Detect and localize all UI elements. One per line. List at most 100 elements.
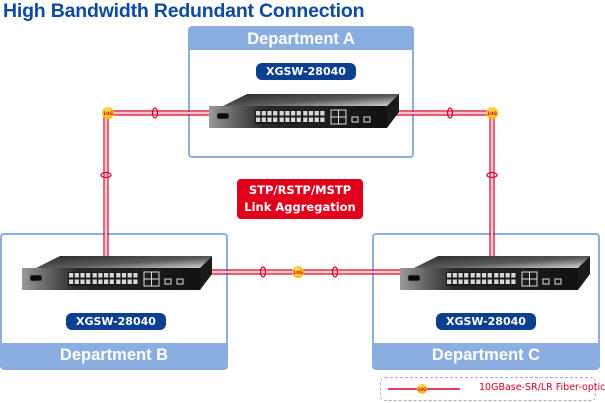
rj45-port bbox=[133, 273, 138, 278]
rj45-port bbox=[511, 273, 516, 278]
switch-model-badge-b: XGSW-28040 bbox=[66, 313, 166, 330]
rj45-port bbox=[447, 279, 452, 284]
rj45-port bbox=[279, 117, 284, 122]
rj45-port bbox=[308, 111, 314, 116]
rj45-port bbox=[320, 111, 325, 116]
link-aggregation-marker bbox=[100, 171, 112, 179]
rj45-port bbox=[296, 111, 301, 116]
legend-label: 10GBase-SR/LR Fiber-optic bbox=[479, 382, 605, 393]
rj45-port bbox=[109, 273, 114, 278]
rj45-port bbox=[121, 279, 127, 284]
rj45-port bbox=[320, 117, 325, 122]
rj45-port bbox=[127, 273, 132, 278]
legend: 10GBase-SR/LR Fiber-optic bbox=[380, 377, 605, 401]
rj45-port bbox=[86, 273, 91, 278]
rj45-port bbox=[452, 273, 457, 278]
rj45-port bbox=[458, 273, 463, 278]
protocol-line-2: Link Aggregation bbox=[244, 200, 356, 214]
rj45-port bbox=[308, 117, 314, 122]
rj45-port bbox=[464, 279, 469, 284]
rj45-port bbox=[470, 279, 475, 284]
fiber-link-a-to-c bbox=[385, 110, 495, 262]
rj45-port bbox=[487, 273, 492, 278]
rj45-port bbox=[314, 117, 319, 122]
department-b-label: Department B bbox=[2, 343, 226, 368]
rj45-port bbox=[447, 273, 452, 278]
rj45-port bbox=[487, 279, 492, 284]
rj45-port bbox=[256, 111, 261, 116]
rj45-port bbox=[476, 279, 481, 284]
protocol-box: STP/RSTP/MSTP Link Aggregation bbox=[237, 179, 363, 219]
rj45-port bbox=[464, 273, 469, 278]
department-b-box: Department B bbox=[0, 233, 228, 370]
rj45-port bbox=[256, 117, 261, 122]
rj45-port bbox=[452, 279, 457, 284]
rj45-port bbox=[86, 279, 91, 284]
rj45-port bbox=[291, 117, 296, 122]
protocol-line-1: STP/RSTP/MSTP bbox=[248, 183, 352, 197]
rj45-port bbox=[476, 273, 481, 278]
link-aggregation-marker bbox=[259, 266, 267, 278]
rj45-port bbox=[116, 273, 121, 278]
badge-label: 10G bbox=[103, 111, 113, 117]
rj45-port bbox=[92, 279, 97, 284]
department-a-box: Department A bbox=[188, 26, 414, 158]
fiber-link-a-to-b bbox=[103, 110, 225, 268]
link-aggregation-marker bbox=[486, 171, 498, 179]
legend-badge-label: 10G bbox=[418, 387, 427, 392]
switch-model-badge-c: XGSW-28040 bbox=[436, 313, 536, 330]
legend-fiber-sample: 10G bbox=[388, 384, 460, 394]
rj45-port bbox=[69, 279, 74, 284]
diagram-title: High Bandwidth Redundant Connection bbox=[3, 0, 365, 22]
rj45-port bbox=[285, 117, 290, 122]
rj45-port bbox=[69, 273, 74, 278]
fiber-link-badge-icon: 10G bbox=[102, 107, 114, 119]
department-c-label: Department C bbox=[374, 343, 598, 368]
rj45-port bbox=[303, 111, 308, 116]
rj45-port bbox=[314, 111, 319, 116]
fiber-link-badge-icon bbox=[417, 384, 427, 394]
rj45-port bbox=[74, 279, 79, 284]
rj45-port bbox=[511, 279, 516, 284]
switch-model-badge-a: XGSW-28040 bbox=[256, 63, 356, 80]
rj45-port bbox=[109, 279, 114, 284]
rj45-port bbox=[104, 273, 109, 278]
rj45-port bbox=[499, 279, 505, 284]
rj45-port bbox=[261, 111, 266, 116]
rj45-port bbox=[74, 273, 79, 278]
rj45-port bbox=[279, 111, 284, 116]
link-aggregation-marker bbox=[331, 266, 339, 278]
rj45-port bbox=[80, 279, 85, 284]
department-c-box: Department C bbox=[372, 233, 600, 370]
rj45-port bbox=[470, 273, 475, 278]
rj45-port bbox=[458, 279, 463, 284]
rj45-port bbox=[267, 117, 272, 122]
rj45-port bbox=[92, 273, 97, 278]
rj45-port bbox=[261, 117, 266, 122]
badge-label: 10G bbox=[293, 270, 303, 276]
rj45-port bbox=[127, 279, 132, 284]
rj45-port bbox=[133, 279, 138, 284]
rj45-port bbox=[98, 279, 103, 284]
rj45-port bbox=[303, 117, 308, 122]
rj45-port bbox=[482, 279, 487, 284]
rj45-port bbox=[121, 273, 127, 278]
rj45-port bbox=[104, 279, 109, 284]
rj45-port bbox=[285, 111, 290, 116]
rj45-port bbox=[482, 273, 487, 278]
rj45-port bbox=[98, 273, 103, 278]
rj45-port bbox=[80, 273, 85, 278]
rj45-port bbox=[494, 279, 499, 284]
rj45-port bbox=[291, 111, 296, 116]
rj45-port bbox=[499, 273, 505, 278]
link-aggregation-marker bbox=[151, 107, 159, 119]
link-aggregation-marker bbox=[446, 107, 454, 119]
rj45-port bbox=[116, 279, 121, 284]
rj45-port bbox=[267, 111, 272, 116]
rj45-port bbox=[273, 117, 278, 122]
department-a-label: Department A bbox=[190, 28, 412, 50]
rj45-port bbox=[296, 117, 301, 122]
rj45-port bbox=[273, 111, 278, 116]
fiber-link-badge-icon: 10G bbox=[486, 107, 498, 119]
